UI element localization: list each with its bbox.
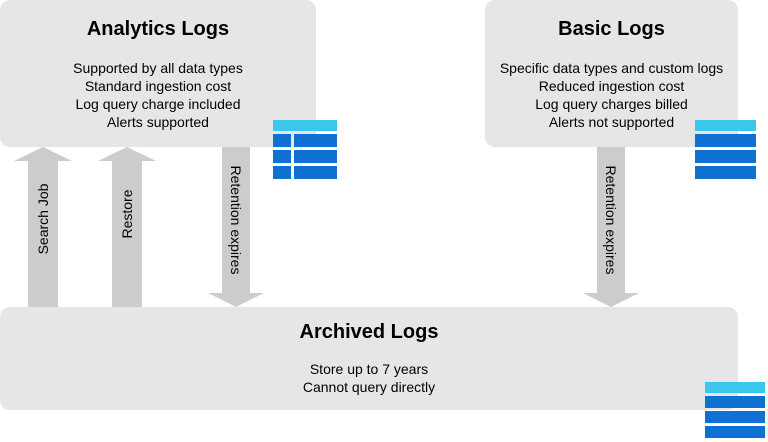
basic-logs-features: Specific data types and custom logs Redu… <box>485 59 738 131</box>
archive-feature-line: Cannot query directly <box>302 379 436 395</box>
search-job-label: Search Job <box>35 183 51 255</box>
analytics-logs-title: Analytics Logs <box>86 18 230 40</box>
archive-feature-line: Store up to 7 years <box>309 361 429 377</box>
analytics-logs-features: Supported by all data types Standard ing… <box>0 59 316 131</box>
basic-feature-line: Reduced ingestion cost <box>538 78 685 94</box>
basic-table-icon <box>695 120 756 179</box>
analytics-table-icon <box>273 120 337 179</box>
basic-logs-box: Basic Logs Specific data types and custo… <box>485 0 738 147</box>
basic-feature-line: Specific data types and custom logs <box>499 60 724 76</box>
analytics-feature-line: Log query charge included <box>75 96 241 112</box>
analytics-feature-line: Supported by all data types <box>73 60 243 76</box>
basic-feature-line: Alerts not supported <box>548 114 675 130</box>
restore-label: Restore <box>119 189 135 239</box>
basic-feature-line: Log query charges billed <box>535 96 688 112</box>
archived-logs-title: Archived Logs <box>299 321 439 343</box>
archive-table-icon <box>705 382 765 438</box>
search-job-arrow <box>14 147 72 307</box>
archived-logs-features: Store up to 7 years Cannot query directl… <box>0 360 738 396</box>
analytics-feature-line: Alerts supported <box>107 114 209 130</box>
retention-basic-label: Retention expires <box>603 165 619 275</box>
basic-logs-title: Basic Logs <box>558 18 665 40</box>
retention-analytics-arrow <box>208 147 264 307</box>
retention-basic-arrow <box>583 147 639 307</box>
analytics-logs-box: Analytics Logs Supported by all data typ… <box>0 0 316 147</box>
analytics-feature-line: Standard ingestion cost <box>84 78 232 94</box>
retention-analytics-label: Retention expires <box>228 165 244 275</box>
restore-arrow <box>98 147 156 307</box>
archived-logs-box: Archived Logs Store up to 7 years Cannot… <box>0 307 738 410</box>
